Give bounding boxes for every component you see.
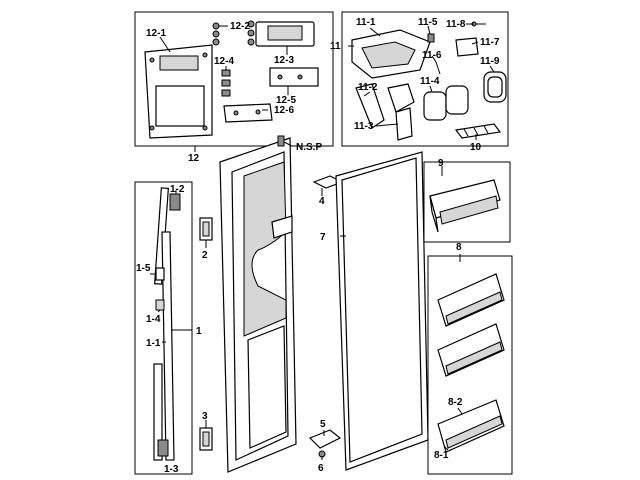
part-1-3-hinge-cap xyxy=(157,439,169,457)
label-11-4: 11-4 xyxy=(420,76,440,87)
group-1-frame xyxy=(134,181,193,475)
label-9: 9 xyxy=(438,158,444,169)
part-5-plate xyxy=(308,429,342,449)
part-door-assembly xyxy=(219,135,297,473)
label-1-5: 1-5 xyxy=(136,263,151,274)
group-8-frame xyxy=(427,255,513,475)
group-12-frame xyxy=(134,11,334,147)
label-4: 4 xyxy=(319,196,325,207)
label-11-3: 11-3 xyxy=(354,121,374,132)
part-12-2-buttons xyxy=(212,22,220,46)
leader-lines xyxy=(150,23,495,460)
label-11-2: 11-2 xyxy=(358,82,378,93)
label-2: 2 xyxy=(202,250,208,261)
part-11-6-spring xyxy=(435,61,441,75)
label-11-8: 11-8 xyxy=(446,19,466,30)
part-12-3-display-pcb xyxy=(247,20,315,47)
group-9-frame xyxy=(423,161,511,243)
part-12-1-panel-board xyxy=(144,44,213,139)
label-11-9: 11-9 xyxy=(480,56,500,67)
label-11-5: 11-5 xyxy=(418,17,438,28)
part-11-3-paddle xyxy=(395,107,413,141)
part-1-1-hinge-rod xyxy=(153,187,175,461)
label-8-2: 8-2 xyxy=(448,397,463,408)
part-9-guard xyxy=(429,179,501,233)
part-11-7-switch xyxy=(455,37,479,57)
part-11-2-lever xyxy=(355,83,415,129)
part-12-4-connector xyxy=(221,69,231,97)
part-1-5-bushing xyxy=(155,267,165,281)
part-11-4-cover xyxy=(423,85,469,121)
label-1-1: 1-1 xyxy=(146,338,161,349)
label-11-7: 11-7 xyxy=(480,37,500,48)
label-11: 11 xyxy=(330,41,341,52)
label-nsp: N.S.P xyxy=(296,142,322,153)
label-12-2: 12-2 xyxy=(230,21,250,32)
label-8-1: 8-1 xyxy=(434,450,449,461)
label-1-3: 1-3 xyxy=(164,464,179,475)
callout-labels: 12-1 12-2 12-3 12-4 12-5 12-6 12 11 11-1… xyxy=(136,17,500,475)
part-2-hinge-block xyxy=(199,217,213,241)
label-12-4: 12-4 xyxy=(214,56,234,67)
part-8-guard-top xyxy=(437,273,505,327)
label-12-6: 12-6 xyxy=(274,105,294,116)
label-5: 5 xyxy=(320,419,326,430)
part-12-5-sub-pcb xyxy=(269,67,319,87)
label-8: 8 xyxy=(456,242,462,253)
label-11-1: 11-1 xyxy=(356,17,376,28)
part-3-hinge-block xyxy=(199,427,213,451)
label-1-2: 1-2 xyxy=(170,184,185,195)
part-12-6-bracket xyxy=(223,103,273,123)
label-12-3: 12-3 xyxy=(274,55,294,66)
label-1-4: 1-4 xyxy=(146,314,161,325)
label-12: 12 xyxy=(188,153,200,164)
label-3: 3 xyxy=(202,411,208,422)
part-1-4-bushing xyxy=(155,299,165,311)
label-12-5: 12-5 xyxy=(276,95,296,106)
label-7: 7 xyxy=(320,232,326,243)
part-11-5-clip xyxy=(427,33,435,43)
label-1: 1 xyxy=(196,326,202,337)
part-1-2-hinge-cap xyxy=(169,193,181,211)
part-8-guard-bottom xyxy=(437,399,505,453)
part-10-grille xyxy=(454,123,502,139)
label-10: 10 xyxy=(470,142,482,153)
label-11-6: 11-6 xyxy=(422,50,442,61)
label-12-1: 12-1 xyxy=(146,28,166,39)
part-11-1-dispenser-housing xyxy=(351,29,431,79)
group-11-frame xyxy=(341,11,509,147)
part-7-door-gasket xyxy=(335,151,429,471)
label-6: 6 xyxy=(318,463,324,474)
part-11-9-cap xyxy=(483,71,507,103)
part-8-guard-middle xyxy=(437,323,505,377)
part-11-8-screw xyxy=(471,21,486,27)
